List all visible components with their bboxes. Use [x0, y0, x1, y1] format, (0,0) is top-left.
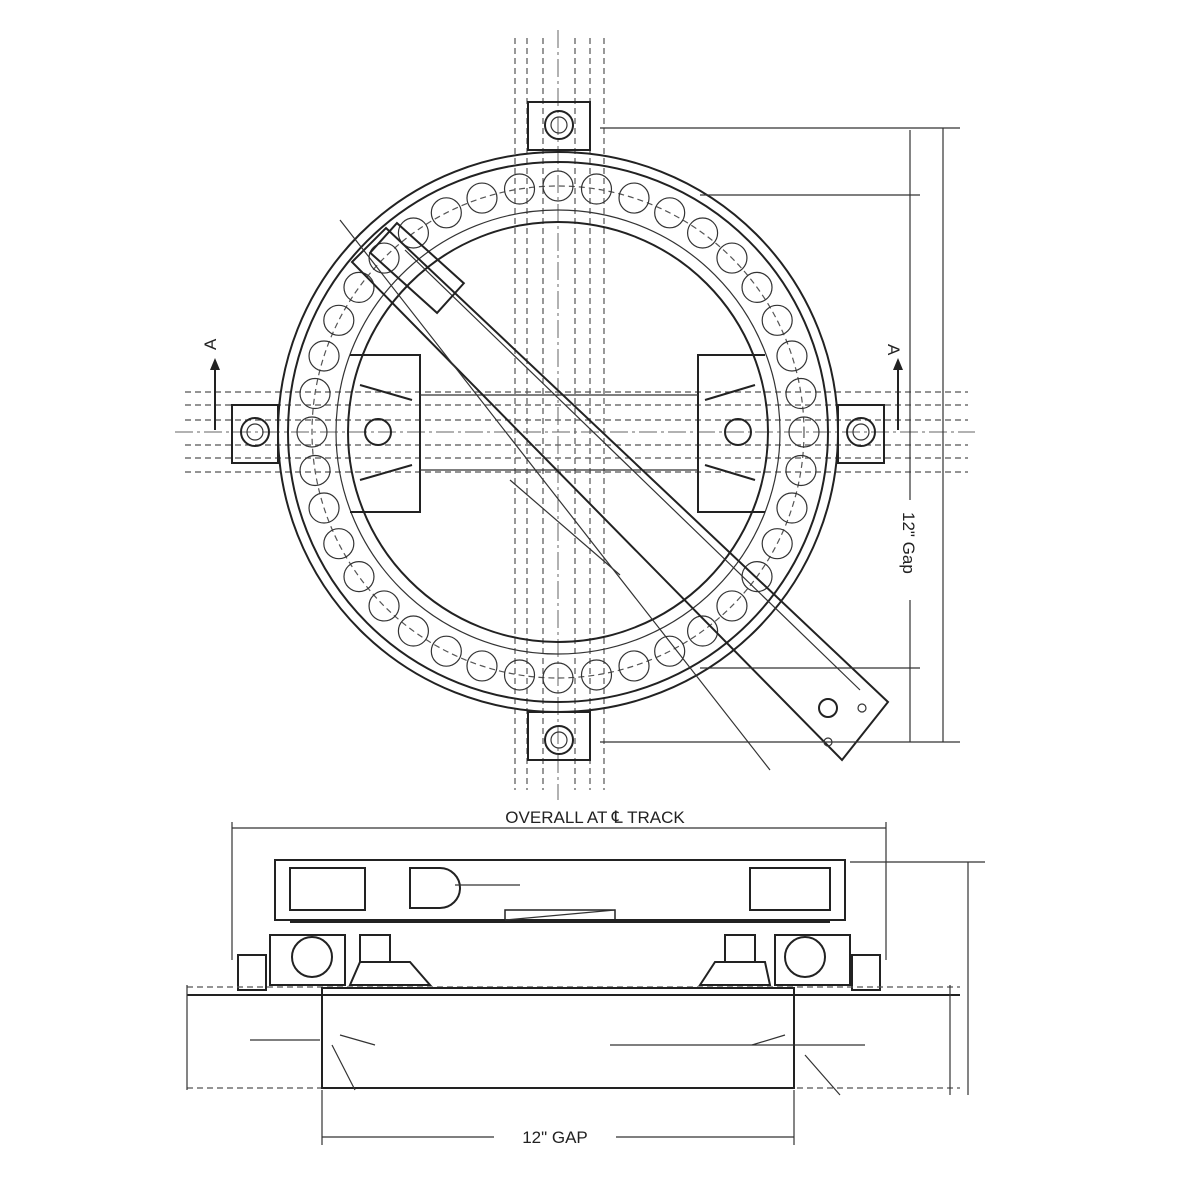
gap-label-section: 12" GAP	[522, 1128, 588, 1147]
bearing-ball	[397, 615, 430, 647]
bearing-ball	[299, 377, 331, 410]
section-mark-right: A	[884, 344, 903, 430]
bearing-ball	[323, 304, 355, 336]
bearing-ball	[741, 271, 773, 304]
bearing-ball	[686, 615, 719, 647]
bearing-ball	[785, 454, 817, 487]
gap-dimension-section: 12" GAP	[321, 1090, 795, 1147]
bearing-ball	[343, 560, 375, 593]
bearing-ball	[430, 635, 462, 667]
bearing-ball	[503, 173, 536, 205]
bearing-ball	[761, 304, 793, 336]
bearing-ball	[343, 271, 375, 304]
bearing-ball	[323, 528, 355, 560]
bearing-ball	[542, 170, 574, 202]
bearing-ball	[618, 650, 650, 682]
bearing-ball	[308, 492, 340, 524]
bearing-ball	[618, 182, 650, 214]
clamp-blocks	[231, 101, 885, 761]
bearing-ball	[466, 650, 498, 682]
bearing-ball	[580, 659, 613, 691]
bearing-ball	[654, 197, 686, 229]
bearing-ball	[542, 662, 574, 694]
bearing-ball	[430, 197, 462, 229]
bearing-ball	[785, 377, 817, 410]
plan-view: A A 12" Gap	[175, 30, 975, 800]
bearing-ball	[716, 242, 748, 274]
bearing-ball	[776, 340, 808, 372]
bearing-ball	[686, 217, 719, 249]
bearing-races	[237, 934, 881, 991]
bearing-ball	[299, 454, 331, 487]
overall-label: OVERALL AT ℄ TRACK	[505, 808, 685, 827]
bearing-ball	[580, 173, 613, 205]
overall-dimension: OVERALL AT ℄ TRACK	[231, 806, 887, 960]
bearing-ball	[776, 492, 808, 524]
bearing-ball	[368, 590, 400, 622]
section-label-left: A	[201, 338, 220, 350]
bearing-balls	[296, 170, 820, 694]
bearing-ball	[466, 182, 498, 214]
bearing-ball	[654, 635, 686, 667]
track-rail	[186, 985, 960, 1096]
saddles	[350, 354, 765, 513]
bearing-ball	[397, 217, 430, 249]
bearing-ball	[788, 416, 820, 448]
gap-dimension-vertical: 12" Gap	[600, 127, 960, 743]
bearing-ball	[308, 340, 340, 372]
bearing-ball	[761, 528, 793, 560]
lever-bar	[339, 219, 890, 771]
gap-label-plan: 12" Gap	[899, 512, 918, 574]
bearing-ball	[503, 659, 536, 691]
bearing-ball	[716, 590, 748, 622]
section-mark-left: A	[201, 338, 220, 430]
bearing-ball	[296, 416, 328, 448]
section-label-right: A	[884, 344, 903, 356]
section-view: OVERALL AT ℄ TRACK	[186, 806, 985, 1147]
